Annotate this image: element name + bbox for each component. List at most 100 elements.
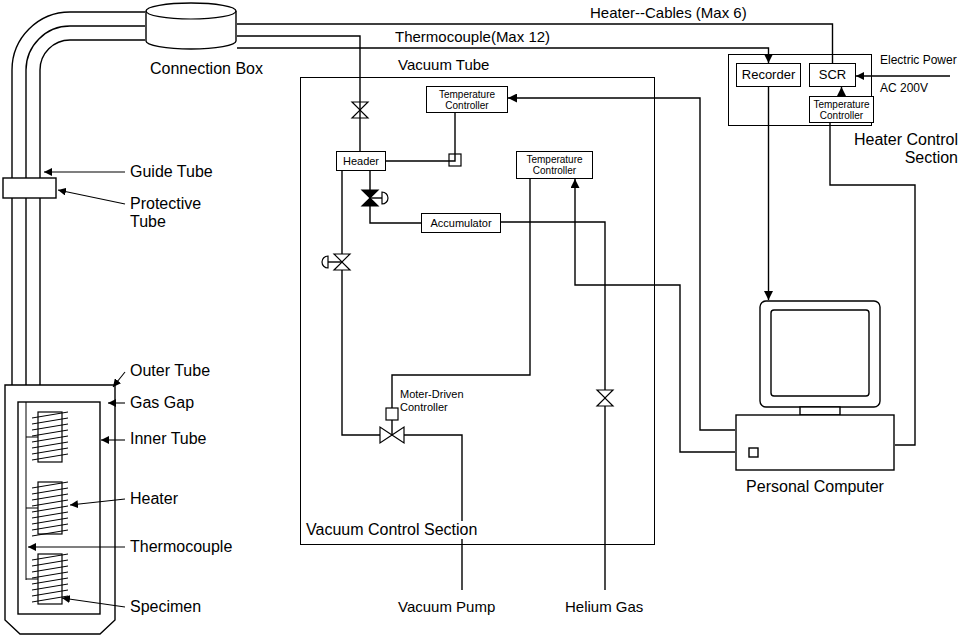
part-label: Gas Gap: [130, 394, 194, 412]
connector-line: [841, 87, 842, 96]
computer-icon: [771, 310, 869, 396]
valve-symbol: [370, 197, 382, 198]
power-line: [856, 75, 950, 76]
accumulator-box: Accumulator: [421, 213, 501, 233]
controller-box: Temperature Controller: [809, 96, 874, 123]
computer-icon: [760, 301, 880, 407]
leader-line: [28, 172, 125, 607]
part-label: Vacuum Tube: [398, 56, 489, 73]
heater-coil: [32, 412, 68, 602]
part-label: Heater: [130, 490, 178, 508]
part-label: Thermocouple(Max 12): [395, 28, 550, 45]
thermocouple-wire: [26, 402, 38, 580]
leader-line: [113, 372, 125, 387]
thermocouple-wire: [26, 402, 38, 580]
leader-line: [101, 439, 125, 440]
connector-line: [386, 113, 455, 161]
protective-tube: [3, 178, 56, 198]
connection-box-shape: [145, 2, 237, 50]
connector-line: [508, 98, 735, 430]
heater-coil: [32, 500, 68, 506]
part-label: Specimen: [130, 598, 201, 616]
helium-line: [597, 390, 613, 398]
connector-line: [768, 87, 769, 300]
heater-coil: [32, 530, 68, 536]
heater-coil: [32, 488, 68, 494]
vacuum-line: [328, 261, 342, 262]
connection-box-shape: [146, 3, 236, 49]
heater-coil: [32, 518, 68, 524]
controller-box: Temperature Controller: [516, 151, 593, 179]
heater-coil: [32, 424, 68, 430]
vacuum-line: [391, 420, 392, 435]
heater-coil: [32, 566, 68, 572]
guide-tube: [26, 26, 145, 385]
node-label: Temperature Controller: [812, 99, 871, 121]
leader-line: [58, 190, 125, 204]
heater-coil: [32, 596, 68, 602]
valve-symbol: [382, 192, 388, 204]
leader-line: [108, 402, 125, 403]
part-label: Vacuum Pump: [398, 598, 495, 615]
part-label: Guide Tube: [130, 163, 213, 181]
connector-line: [237, 36, 360, 151]
computer-icon: Personal Computer: [735, 300, 895, 472]
controller-box: Temperature Controller: [426, 86, 508, 113]
recorder-box: Recorder: [736, 63, 801, 87]
part-label: Helium Gas: [565, 598, 643, 615]
heater-coil: [32, 430, 68, 436]
heater-coil: [32, 512, 68, 518]
leader-line: [44, 171, 125, 172]
heater-coil: [32, 572, 68, 578]
guide-tube: [40, 40, 145, 385]
heater-coil: [32, 442, 68, 448]
computer-icon: [736, 415, 894, 470]
node-label: Recorder: [742, 68, 795, 82]
heater-coil: [32, 418, 68, 424]
leader-line: [28, 546, 125, 547]
scr-box: SCR: [809, 63, 856, 87]
node-label: Temperature Controller: [519, 154, 590, 176]
node-label: Personal Computer: [725, 478, 905, 496]
heater-coil: [32, 412, 68, 418]
control-section: Vacuum Control SectionTemperature Contro…: [300, 77, 655, 545]
heater-coil: [32, 554, 68, 560]
part-label: Moter-Driven Controller: [400, 388, 478, 413]
helium-line: [500, 222, 613, 590]
vacuum-line: [392, 427, 404, 443]
leader-line: [62, 598, 125, 607]
connection-box-shape: [146, 11, 236, 19]
vacuum-line: [380, 427, 392, 443]
inner-tube: [18, 402, 100, 614]
heater-coil: [32, 584, 68, 590]
connection-box: Connection Box: [145, 2, 237, 50]
computer-icon: [749, 448, 758, 457]
connector-line: [575, 179, 735, 452]
computer-icon: [800, 407, 840, 415]
computer-icon: [735, 300, 895, 472]
header-box: Header: [336, 151, 386, 171]
heater-coil: [32, 590, 68, 596]
vacuum-line: [334, 262, 350, 270]
heater-coil: [32, 506, 68, 512]
outer-tube: [5, 385, 115, 634]
helium-line: [597, 398, 613, 406]
part-label: AC 200V: [880, 82, 928, 96]
node-label: Accumulator: [430, 217, 491, 229]
control-section: Heater Control SectionRecorderSCRTempera…: [728, 54, 872, 126]
heater-coil: [32, 482, 68, 488]
leader-line: [70, 499, 125, 505]
heater-coil: [32, 524, 68, 530]
vacuum-line: [322, 256, 328, 268]
part-label: Thermocouple: [130, 538, 232, 556]
heater-coil: [32, 494, 68, 500]
vacuum-line: [386, 408, 398, 420]
helium-line: [500, 222, 605, 590]
vacuum-line: [334, 254, 350, 262]
heater-coil: [32, 454, 68, 460]
node-label: Header: [343, 155, 379, 167]
heater-coil: [32, 448, 68, 454]
node-label: Connection Box: [150, 60, 263, 78]
